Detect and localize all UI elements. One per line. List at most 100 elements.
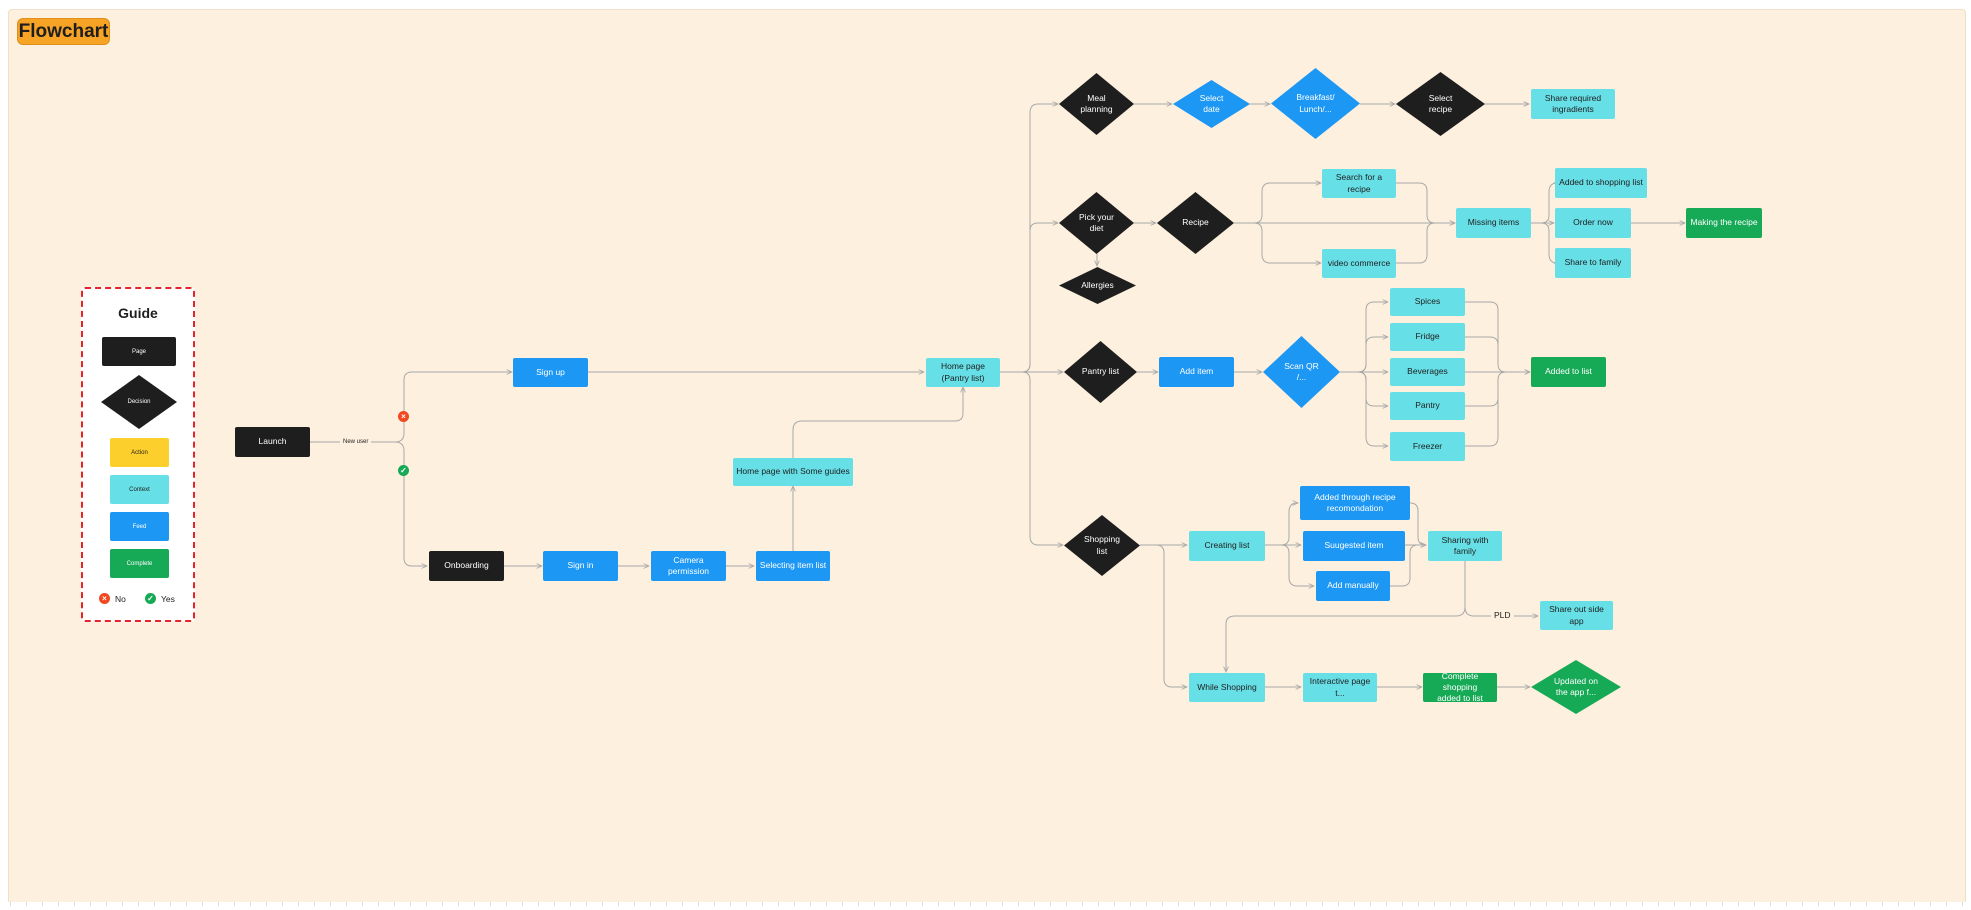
guide-context-label: Context [129,486,150,493]
node-home-page-label: Home page (Pantry list) [941,361,985,383]
node-onboarding[interactable]: Onboarding [429,551,504,581]
node-while-shopping[interactable]: While Shopping [1189,673,1265,702]
node-updated-app[interactable]: Updated on the app f... [1531,660,1621,714]
node-video-commerce[interactable]: video commerce [1322,249,1396,278]
ruler-tick [682,902,683,906]
edge-label-new-user: New user [340,437,372,448]
ruler-tick [1370,902,1371,906]
ruler-tick [554,902,555,906]
node-sign-up[interactable]: Sign up [513,358,588,387]
node-beverages-label: Beverages [1407,366,1448,377]
ruler-tick [90,902,91,906]
ruler-tick [1082,902,1083,906]
node-creating-list[interactable]: Creating list [1189,531,1265,561]
ruler-tick [1066,902,1067,906]
node-select-recipe[interactable]: Select recipe [1396,72,1485,136]
ruler-tick [1482,902,1483,906]
close-circle-icon: × [398,411,409,422]
ruler-tick [394,902,395,906]
node-missing-items[interactable]: Missing items [1456,208,1531,238]
node-freezer[interactable]: Freezer [1390,432,1465,461]
ruler-tick [1498,902,1499,906]
node-making-recipe[interactable]: Making the recipe [1686,208,1762,238]
node-fridge[interactable]: Fridge [1390,323,1465,351]
node-scan-qr[interactable]: Scan QR /... [1263,336,1340,408]
node-search-recipe-label: Search for a recipe [1335,172,1383,194]
node-home-guides[interactable]: Home page with Some guides [733,458,853,486]
node-shopping-list[interactable]: Shopping list [1064,515,1140,576]
node-breakfast[interactable]: Breakfast/ Lunch/... [1271,68,1360,139]
ruler-tick [74,902,75,906]
ruler-tick [282,902,283,906]
ruler-tick [1658,902,1659,906]
node-selecting-item-list[interactable]: Selecting item list [756,551,830,581]
ruler-tick [906,902,907,906]
ruler-tick [106,902,107,906]
node-recipe[interactable]: Recipe [1157,192,1234,254]
node-select-date[interactable]: Select date [1173,80,1250,128]
node-suggested-item[interactable]: Suugested item [1303,531,1405,561]
node-add-item[interactable]: Add item [1159,357,1234,387]
node-pick-diet[interactable]: Pick your diet [1059,192,1134,254]
node-home-page[interactable]: Home page (Pantry list) [926,358,1000,387]
node-missing-items-label: Missing items [1467,217,1520,228]
node-order-now[interactable]: Order now [1555,208,1631,238]
ruler-tick [1050,902,1051,906]
node-share-family[interactable]: Share to family [1555,248,1631,278]
node-select-recipe-label: Select recipe [1428,92,1453,114]
node-allergies[interactable]: Allergies [1059,267,1136,304]
node-meal-planning[interactable]: Meal planning [1059,73,1134,135]
canvas [8,9,1966,904]
ruler-tick [234,902,235,906]
ruler-tick [1466,902,1467,906]
ruler-tick [810,902,811,906]
node-pantry[interactable]: Pantry [1390,392,1465,420]
ruler-tick [1706,902,1707,906]
node-added-to-list[interactable]: Added to list [1531,357,1606,387]
node-share-outside[interactable]: Share out side app [1540,601,1613,630]
node-share-family-label: Share to family [1564,257,1622,268]
ruler-tick [314,902,315,906]
node-interactive-page-label: Interactive page t... [1309,676,1371,698]
ruler-tick [202,902,203,906]
ruler-tick [474,902,475,906]
ruler-tick [1610,902,1611,906]
ruler-tick [250,902,251,906]
ruler-tick [26,902,27,906]
ruler-tick [1690,902,1691,906]
node-spices[interactable]: Spices [1390,288,1465,316]
node-sign-up-label: Sign up [536,366,565,377]
ruler-tick [1834,902,1835,906]
node-added-recipe-rec[interactable]: Added through recipe recomondation [1300,486,1410,520]
node-sharing-family[interactable]: Sharing with family [1428,531,1502,561]
node-interactive-page[interactable]: Interactive page t... [1303,673,1377,702]
node-sign-in[interactable]: Sign in [543,551,618,581]
node-share-ingredients[interactable]: Share required ingradients [1531,89,1615,119]
guide-title: Guide [118,305,158,321]
ruler-tick [938,902,939,906]
ruler-tick [1290,902,1291,906]
node-while-shopping-label: While Shopping [1197,681,1257,692]
guide-no-label: No [115,593,126,604]
node-added-shopping-list[interactable]: Added to shopping list [1555,168,1647,198]
ruler-tick [1626,902,1627,906]
check-circle-icon: ✓ [145,593,156,604]
ruler-tick [170,902,171,906]
node-camera-permission[interactable]: Camera permission [651,551,726,581]
ruler-tick [1130,902,1131,906]
node-add-manually[interactable]: Add manually [1316,571,1390,601]
node-launch[interactable]: Launch [235,427,310,457]
node-beverages[interactable]: Beverages [1390,358,1465,386]
ruler-tick [266,902,267,906]
node-video-commerce-label: video commerce [1327,257,1391,268]
node-pantry-list[interactable]: Pantry list [1064,341,1137,403]
ruler-tick [890,902,891,906]
ruler-tick [1242,902,1243,906]
close-circle-icon: × [99,593,110,604]
guide-decision-label: Decision [127,398,151,405]
node-complete-shopping[interactable]: Complete shopping added to list [1423,671,1497,703]
node-share-ingredients-label: Share required ingradients [1544,92,1602,114]
node-search-recipe[interactable]: Search for a recipe [1322,169,1396,198]
node-sharing-family-label: Sharing with family [1441,534,1489,556]
